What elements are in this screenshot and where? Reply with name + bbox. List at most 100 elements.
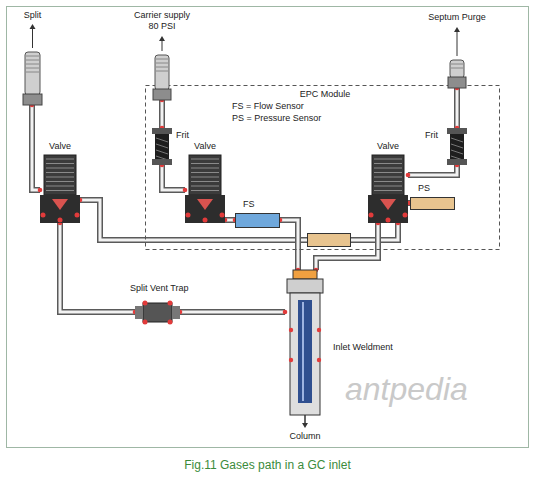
purge-valve: Valve xyxy=(368,155,408,223)
coil-winding xyxy=(46,186,74,187)
joint-dot xyxy=(283,310,288,315)
knurl xyxy=(156,59,168,60)
watermark: antpedia xyxy=(345,372,468,406)
flow-arrow xyxy=(32,27,33,48)
coil-winding xyxy=(46,172,74,173)
valve-diaphragm xyxy=(52,199,68,210)
coil-winding xyxy=(191,168,219,169)
pipe-bore xyxy=(32,105,40,190)
liner-highlight xyxy=(302,302,304,401)
valve-body xyxy=(185,195,225,223)
part-label: Inlet Weldment xyxy=(333,342,393,353)
coil-winding xyxy=(374,181,402,182)
part-label: Septum Purge xyxy=(420,12,494,23)
trap-body xyxy=(143,303,172,322)
frit-hatch xyxy=(156,138,168,142)
frit: Frit xyxy=(152,128,172,165)
knurl xyxy=(156,67,168,68)
gas-pipe xyxy=(178,310,288,315)
coil-winding xyxy=(191,190,219,191)
split-outlet-fitting: Split xyxy=(25,52,40,105)
pipe-wall xyxy=(454,88,460,128)
part-label: Valve xyxy=(183,141,227,152)
figure-caption: Fig.11 Gases path in a GC inlet xyxy=(0,458,535,472)
joint-dot xyxy=(406,173,411,178)
outlet-label: Column xyxy=(280,431,330,442)
seal-dot xyxy=(220,213,225,218)
valve-body xyxy=(368,195,408,223)
frit: Frit xyxy=(447,128,467,165)
fitting-nut xyxy=(448,77,466,88)
figure-frame xyxy=(7,7,529,448)
septum xyxy=(293,270,317,279)
coil-winding xyxy=(191,177,219,178)
part-label: Split xyxy=(17,10,48,21)
knurl xyxy=(26,60,39,61)
valve-coil xyxy=(44,155,76,195)
split-valve: Valve xyxy=(40,155,80,223)
seal-dot xyxy=(289,328,293,332)
frit-body xyxy=(450,134,464,159)
joint-dot xyxy=(38,188,43,193)
valve-body xyxy=(40,195,80,223)
trap-cap xyxy=(172,306,180,319)
coil-winding xyxy=(191,163,219,164)
coil-winding xyxy=(46,163,74,164)
valve-diaphragm xyxy=(197,199,213,210)
seal-dot xyxy=(369,213,374,218)
part-label: Valve xyxy=(366,141,410,152)
pipe-bore xyxy=(408,165,457,175)
joint-dot xyxy=(183,188,188,193)
seal-dot xyxy=(143,320,148,325)
gas-pipe xyxy=(78,198,401,240)
seal-dot xyxy=(403,213,408,218)
knurl xyxy=(26,68,39,69)
coil-winding xyxy=(374,177,402,178)
decor-group xyxy=(308,234,351,247)
pipe-bore xyxy=(280,220,298,270)
part-label: Frit xyxy=(425,130,438,141)
legend-note-holder: PS = Pressure Sensor xyxy=(232,113,321,124)
fitting-body xyxy=(25,52,40,95)
pipe-wall xyxy=(180,309,285,315)
fitting-shape xyxy=(450,60,464,88)
seal-dot xyxy=(41,213,46,218)
seal-dot xyxy=(143,301,148,306)
coil-winding xyxy=(46,159,74,160)
sensorBlue-shape xyxy=(235,213,280,228)
flow-arrowhead xyxy=(30,24,36,29)
coil-winding xyxy=(46,181,74,182)
pipe-wall xyxy=(280,220,298,270)
flow-arrowhead xyxy=(159,36,165,41)
fitting-shape xyxy=(25,52,40,105)
knurl xyxy=(451,64,463,65)
inlet-weldment: Inlet Weldment xyxy=(285,270,325,415)
frit-flange xyxy=(152,159,172,165)
inlet-shape xyxy=(285,270,325,415)
gas-pipe xyxy=(160,163,188,193)
part-label: Frit xyxy=(176,130,189,141)
flow-arrow xyxy=(457,30,458,56)
coil-winding xyxy=(191,159,219,160)
coil-winding xyxy=(374,159,402,160)
knurl xyxy=(156,71,168,72)
trap-cap xyxy=(135,306,143,319)
part-label: PS xyxy=(418,183,430,194)
seal-dot xyxy=(289,358,293,362)
coil-winding xyxy=(46,190,74,191)
seal-dot xyxy=(386,218,391,223)
gas-pipe xyxy=(160,98,165,131)
coil-winding xyxy=(191,172,219,173)
pipe-wall xyxy=(159,100,165,128)
frit-hatch xyxy=(451,138,463,142)
pipe-bore xyxy=(162,165,185,190)
valve-shape xyxy=(185,155,225,223)
pipe-group xyxy=(30,86,460,315)
dashed-border xyxy=(146,86,500,250)
frit-hatch xyxy=(451,144,463,148)
seal-dot xyxy=(75,213,80,218)
frit-body xyxy=(155,134,169,159)
knurl xyxy=(156,63,168,64)
septum-purge-fitting: Septum Purge xyxy=(450,60,464,88)
